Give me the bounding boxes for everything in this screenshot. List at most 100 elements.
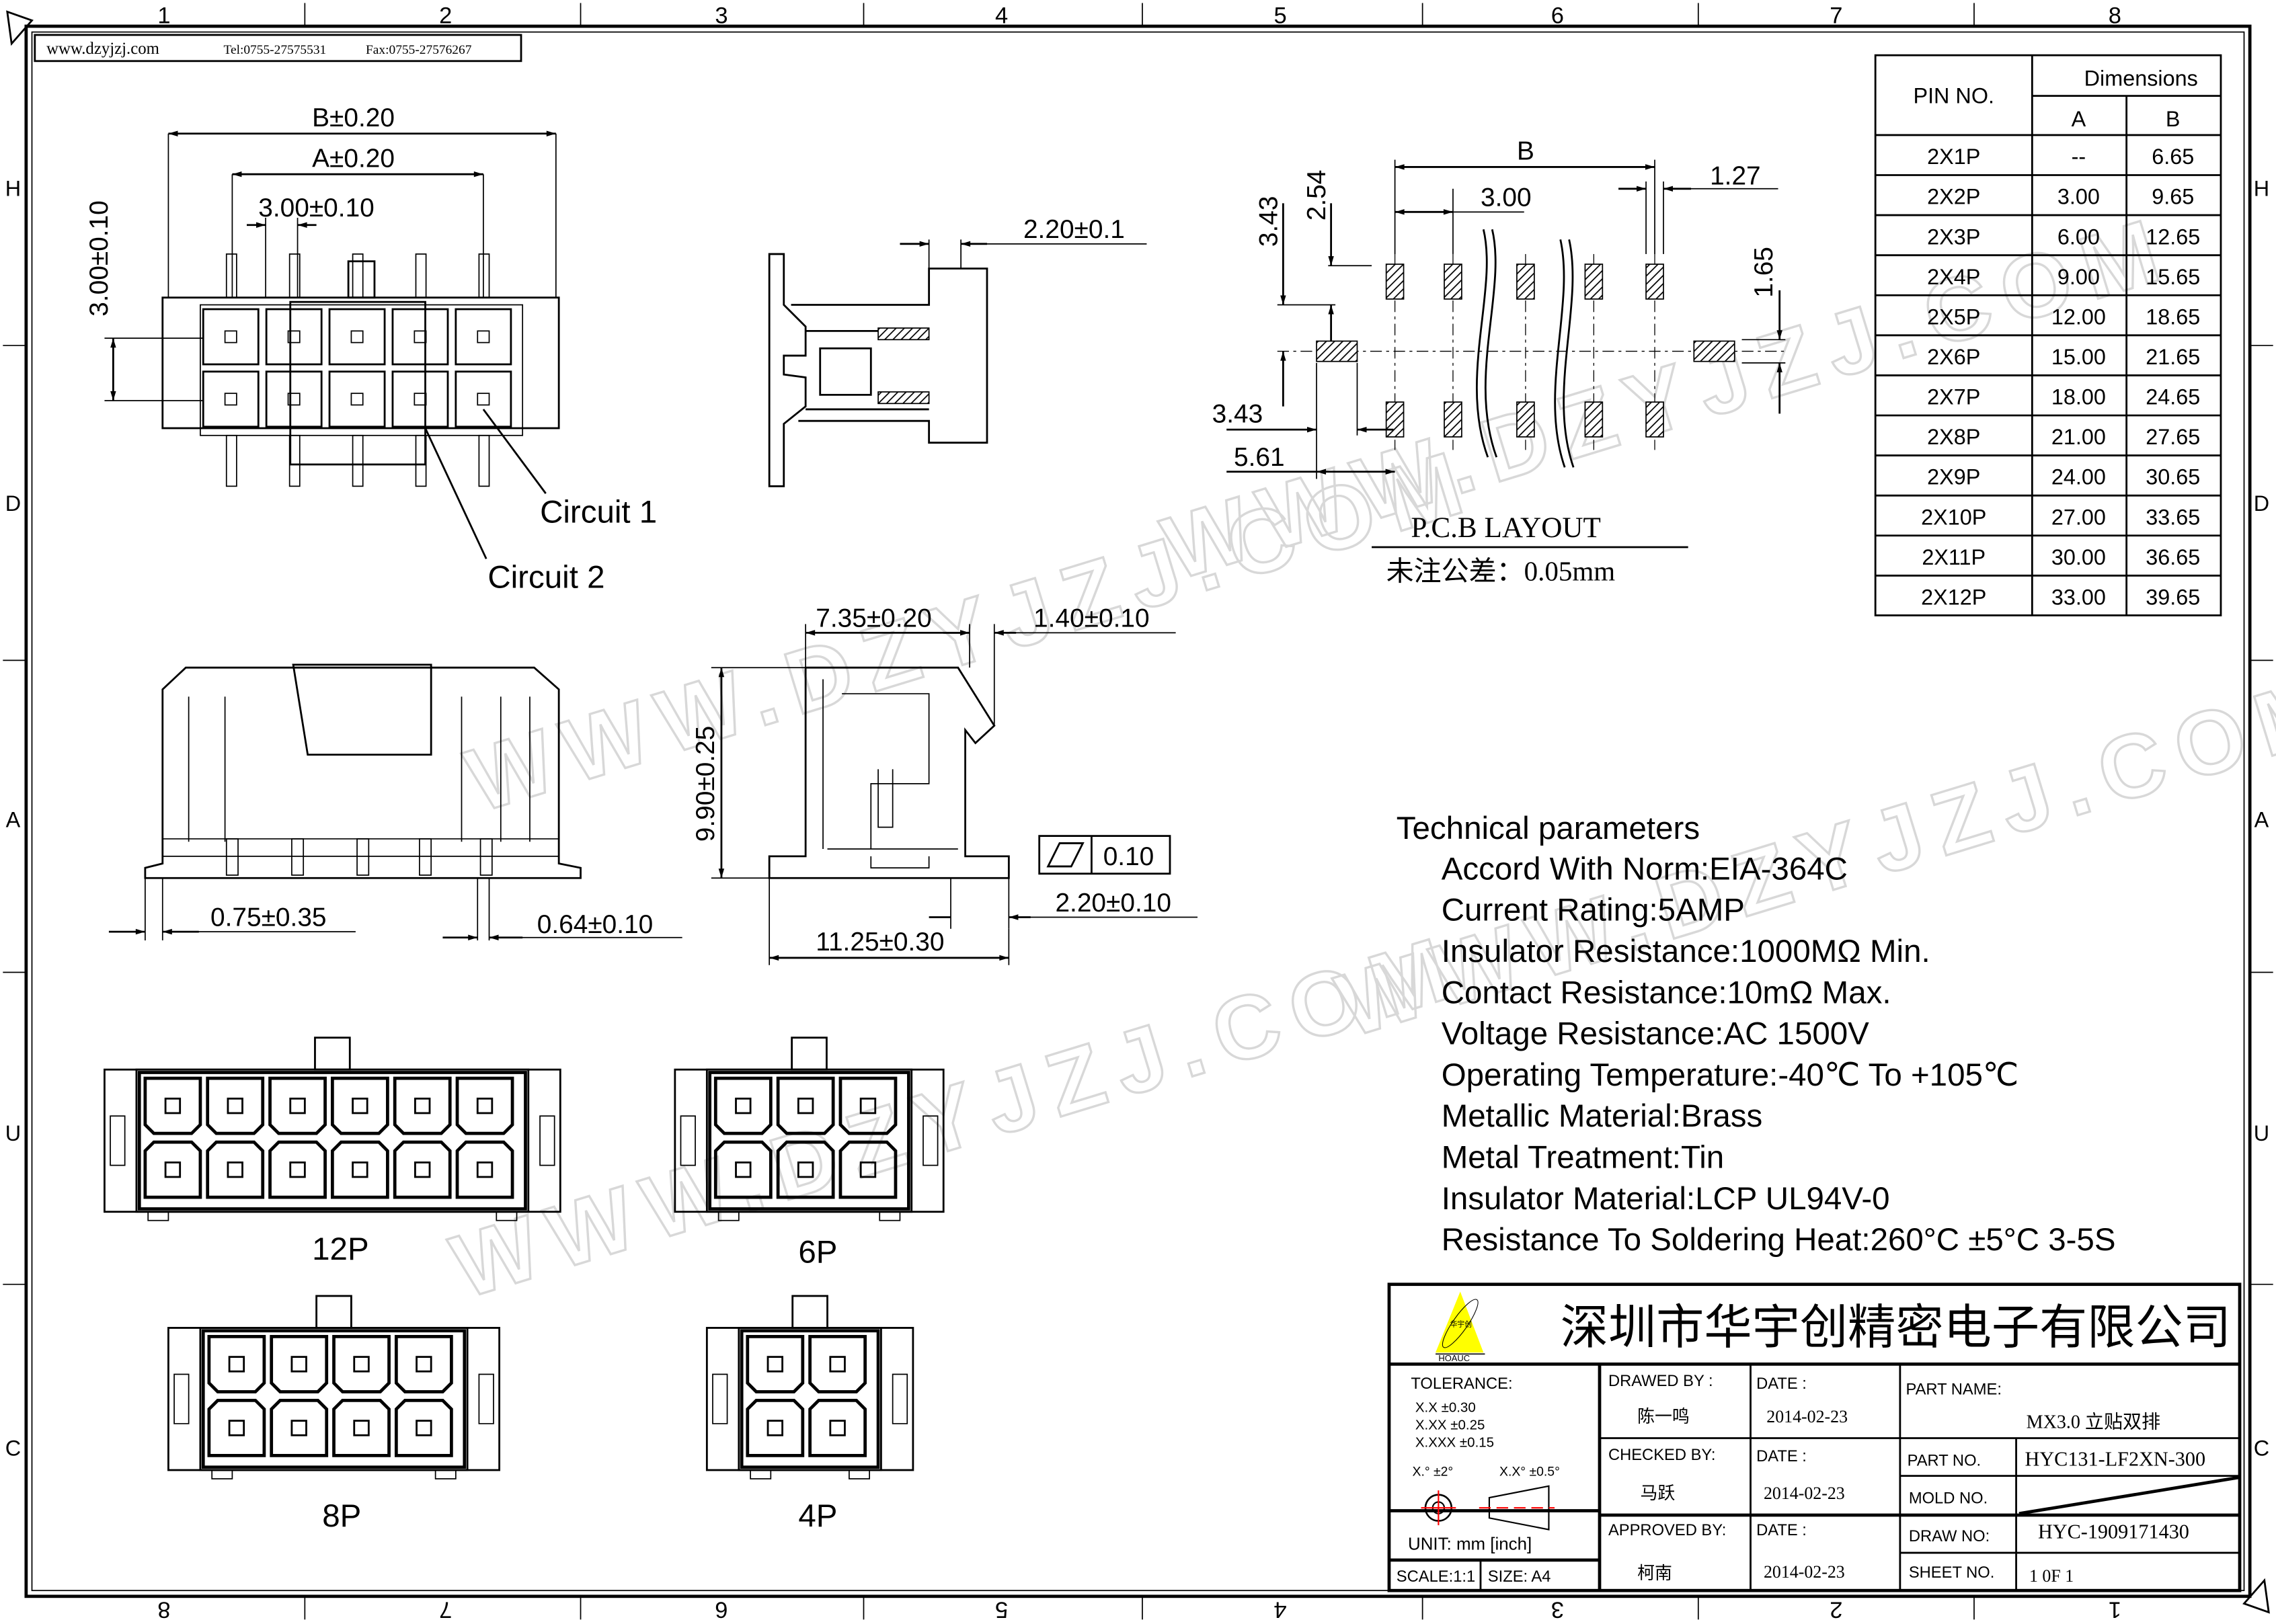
dimensions-header: Dimensions (2084, 67, 2198, 91)
ruler-row-label: C (2254, 1436, 2269, 1460)
pcb-dim-343-h: 3.43 (1212, 399, 1263, 428)
peg (147, 1211, 169, 1221)
connector-housing (738, 1327, 882, 1471)
ruler-column-label: 3 (1551, 1596, 1564, 1622)
table-cell-a: 6.00 (2057, 225, 2100, 249)
terminal-pin (859, 1097, 877, 1114)
terminal-pin (228, 1420, 245, 1436)
peg (750, 1469, 772, 1479)
tech-parameter: Insulator Material:LCP UL94V-0 (1442, 1181, 1890, 1217)
pcb-pad (1645, 263, 1664, 300)
table-cell-b: 6.65 (2152, 145, 2194, 169)
tolerance-x-xx: X.XX ±0.25 (1415, 1418, 1485, 1433)
dim-row-pitch-label: 3.00±0.10 (85, 200, 114, 317)
table-cell-a: 9.00 (2057, 265, 2100, 289)
latch (314, 1037, 351, 1071)
solder-tail (415, 434, 427, 487)
dim-220b-label: 2.20±0.10 (1055, 889, 1171, 918)
pcb-tolerance-note: 未注公差：0.05mm (1386, 556, 1616, 587)
watermark: WWW.DZYJZJ.COM (1152, 197, 2184, 599)
terminal-cavity (394, 1399, 453, 1457)
tolerance-angle-1: X.° ±2° (1413, 1465, 1454, 1479)
table-cell-a: 27.00 (2051, 505, 2106, 529)
part-name-label: PART NAME: (1906, 1381, 2002, 1399)
draw-no-value: HYC-1909171430 (2038, 1520, 2189, 1543)
terminal-pin (476, 1161, 494, 1178)
ruler-column-label: 6 (1551, 3, 1564, 29)
ruler-column-label: 6 (715, 1596, 728, 1622)
date-label: DATE : (1756, 1375, 1807, 1393)
table-cell-pin: 2X9P (1927, 465, 1980, 489)
table-cell-a: 3.00 (2057, 185, 2100, 209)
tech-parameter: Resistance To Soldering Heat:260°C ±5°C … (1442, 1222, 2116, 1258)
table-cell-pin: 2X4P (1927, 265, 1980, 289)
terminal-cavity (202, 308, 260, 366)
ruler-row-label: U (5, 1121, 21, 1145)
ruler-column-label: 1 (2109, 1596, 2121, 1622)
side-lock (539, 1115, 555, 1166)
pcb-layout-title: P.C.B LAYOUT (1411, 512, 1601, 544)
dim-990-label: 9.90±0.25 (691, 726, 720, 842)
solder-tail (352, 253, 364, 298)
solder-tail (479, 838, 493, 876)
pcb-pad (1444, 263, 1462, 300)
dim-b-label: B±0.20 (312, 104, 395, 132)
dim-220-label: 2.20±0.1 (1023, 215, 1125, 244)
solder-tail (478, 434, 490, 487)
terminal-cavity (838, 1076, 898, 1135)
terminal-pin (290, 1356, 307, 1373)
date-label: DATE : (1756, 1448, 1807, 1465)
terminal-cavity (270, 1399, 329, 1457)
terminal-cavity (455, 1140, 514, 1199)
terminal-cavity (143, 1076, 202, 1135)
terminal-pin (224, 393, 237, 406)
connector-inner (740, 1329, 880, 1469)
projection-symbol-icon (1421, 1485, 1555, 1531)
terminal-cavity (328, 370, 386, 428)
dim-pitch-label: 3.00±0.10 (258, 194, 375, 222)
table-cell-a: 12.00 (2051, 304, 2106, 329)
table-cell-a: 21.00 (2051, 425, 2106, 449)
side-view: 2.20±0.1 (768, 215, 1147, 487)
tech-parameter: Accord With Norm:EIA-364C (1442, 851, 1848, 887)
dim-075-label: 0.75±0.35 (210, 903, 327, 932)
table-cell-pin: 2X10P (1921, 505, 1986, 529)
part-no-label: PART NO. (1908, 1453, 1981, 1470)
ruler-column-label: 2 (1830, 1596, 1842, 1622)
ruler-row-label: H (5, 177, 21, 201)
table-cell-b: 24.65 (2146, 385, 2200, 409)
ruler-row-label: D (5, 491, 21, 516)
drawn-by-value: 陈一鸣 (1637, 1407, 1690, 1426)
variant-label: 8P (322, 1498, 361, 1534)
tel-text: Tel:0755-27575531 (223, 43, 326, 57)
terminal-pin (735, 1097, 752, 1114)
sheet-no-label: SHEET NO. (1909, 1564, 1995, 1582)
checked-by-label: CHECKED BY: (1608, 1447, 1716, 1464)
pcb-pad (1385, 401, 1405, 438)
terminal-cavity (394, 1335, 453, 1393)
terminal-pin (228, 1356, 245, 1373)
pcb-pad (1516, 401, 1535, 438)
pcb-dim-165: 1.65 (1750, 247, 1778, 298)
terminal-cavity (808, 1335, 867, 1393)
table-cell-b: 27.65 (2146, 425, 2200, 449)
unit-text: UNIT: mm [inch] (1408, 1535, 1532, 1554)
terminal-pin (353, 1420, 370, 1436)
terminal-pin (353, 1356, 370, 1373)
table-cell-a: 18.00 (2051, 385, 2106, 409)
terminal-pin (350, 393, 364, 406)
terminal-cavity (268, 1140, 327, 1199)
table-cell-b: 15.65 (2146, 265, 2200, 289)
terminal-cavity (330, 1140, 389, 1199)
terminal-pin (290, 1420, 307, 1436)
date-checked: 2014-02-23 (1764, 1484, 1845, 1503)
size-text: SIZE: A4 (1488, 1568, 1551, 1586)
table-cell-b: 9.65 (2152, 185, 2194, 209)
side-lock (478, 1373, 494, 1424)
section-view: 7.35±0.20 1.40±0.10 9.90±0.25 0.10 2.20±… (691, 604, 1198, 965)
connector-inner (201, 1329, 467, 1469)
table-cell-b: 36.65 (2146, 545, 2200, 569)
side-lock (892, 1373, 908, 1424)
table-cell-b: 39.65 (2146, 585, 2200, 610)
